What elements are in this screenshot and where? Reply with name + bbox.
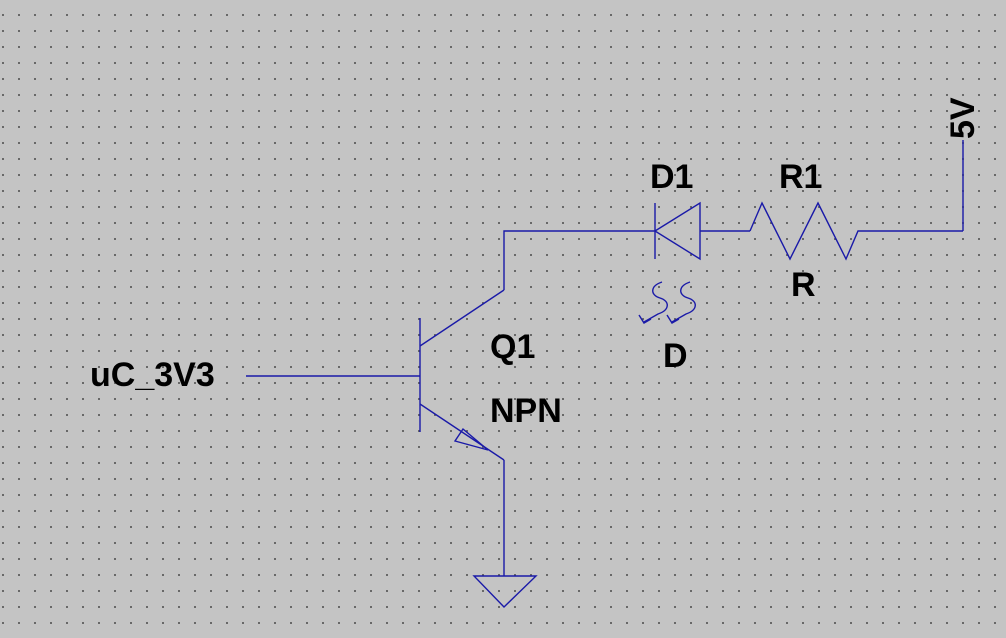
d1-reference-label[interactable]: D1 <box>650 158 694 196</box>
r1-reference-label[interactable]: R1 <box>779 158 823 196</box>
led-symbol[interactable] <box>653 201 750 261</box>
d1-value-label[interactable]: D <box>663 337 688 375</box>
npn-transistor-symbol[interactable] <box>419 289 505 461</box>
collector-wire[interactable] <box>503 230 655 290</box>
resistor-symbol[interactable] <box>749 201 963 261</box>
supply-net-label[interactable]: 5V <box>944 97 982 139</box>
r1-value-label[interactable]: R <box>791 266 816 304</box>
q1-reference-label[interactable]: Q1 <box>490 328 536 366</box>
input-net-label[interactable]: uC_3V3 <box>90 356 215 394</box>
light-emission-icon <box>638 281 696 324</box>
ground-icon[interactable] <box>472 575 538 608</box>
q1-value-label[interactable]: NPN <box>490 392 562 430</box>
